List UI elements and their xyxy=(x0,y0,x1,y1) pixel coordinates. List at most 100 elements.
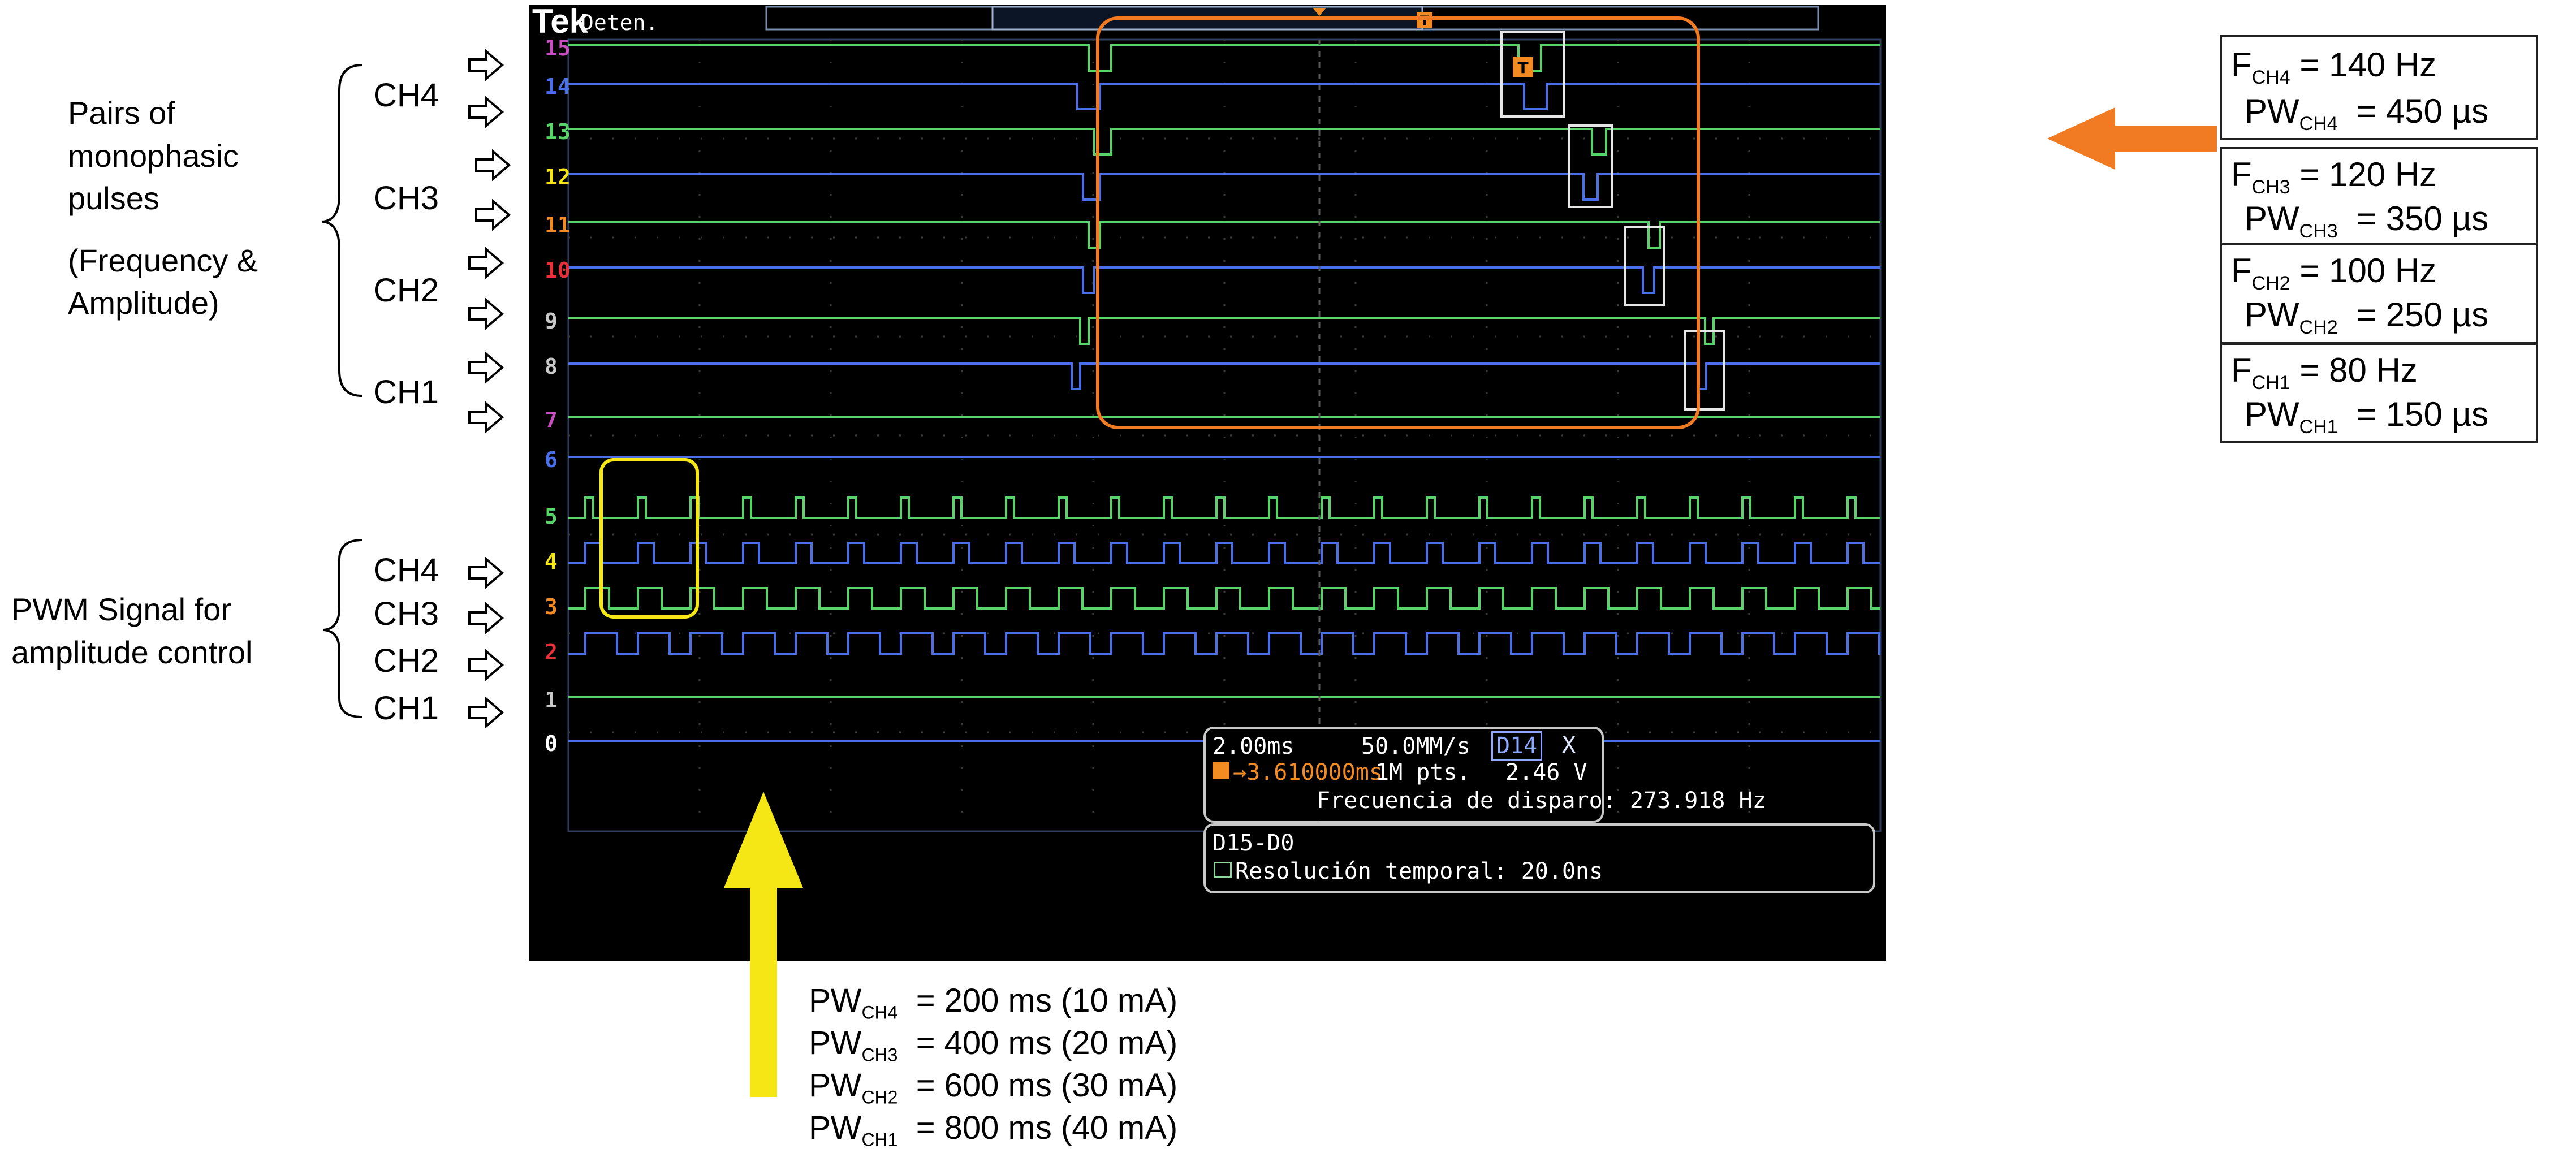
timebase-readout: 2.00ms xyxy=(1213,733,1295,759)
freq-line: FCH3 = 120 Hz xyxy=(2231,155,2436,198)
pw-value: = 150 µs xyxy=(2357,395,2489,433)
channel-number-tag: 8 xyxy=(545,354,558,379)
pulses-group-line: Amplitude) xyxy=(68,285,219,321)
freq-label: F xyxy=(2231,46,2252,84)
sample-rate-readout: 50.0MM/s xyxy=(1361,733,1470,759)
freq-sub: CH1 xyxy=(2251,372,2290,394)
digital-traces xyxy=(568,44,1880,742)
channel-number-tag: 3 xyxy=(545,594,558,619)
freq-box-ch2: FCH2 = 100 Hz PWCH2 = 250 µs xyxy=(2220,243,2538,344)
channel-number-tag: 10 xyxy=(545,258,571,283)
arrow-icon xyxy=(468,649,504,681)
freq-sub: CH3 xyxy=(2251,176,2290,198)
digital-group-readout: D15-D0 xyxy=(1213,830,1295,856)
pwm-width-label: PW xyxy=(809,1109,862,1146)
pulse-channel-label-ch4: CH4 xyxy=(373,77,439,114)
arrow-icon xyxy=(468,247,504,279)
pwm-trace xyxy=(568,632,1880,655)
pulse-channel-label-ch1: CH1 xyxy=(373,374,439,411)
time-resolution-readout: Resolución temporal: 20.0ns xyxy=(1235,858,1603,884)
pwm-width-value: = 800 ms (40 mA) xyxy=(916,1109,1178,1146)
arrow-icon xyxy=(468,401,504,434)
freq-box-ch4: FCH4 = 140 Hz PWCH4 = 450 µs xyxy=(2220,35,2538,140)
pw-label: PW xyxy=(2245,395,2299,433)
channel-number-tag: 9 xyxy=(545,309,558,334)
pulses-group-line: pulses xyxy=(68,180,159,217)
pw-sub: CH1 xyxy=(2299,416,2338,438)
pw-line: PWCH2 = 250 µs xyxy=(2245,295,2488,339)
pw-line: PWCH1 = 150 µs xyxy=(2245,395,2488,438)
yellow-arrow-icon xyxy=(724,792,803,1097)
arrow-icon xyxy=(468,556,504,589)
trigger-badge xyxy=(1417,12,1432,28)
graticule-frame xyxy=(567,38,1882,832)
arrow-icon xyxy=(475,198,511,231)
pwm-channel-label-ch2: CH2 xyxy=(373,642,439,679)
left-annotation-graphics xyxy=(322,49,511,729)
arrow-icon xyxy=(475,149,511,182)
trigger-edge-glyph: X xyxy=(1562,732,1576,758)
pw-value: = 350 µs xyxy=(2357,200,2489,237)
channel-number-tag: 5 xyxy=(545,504,558,529)
pulse-channel-label-ch3: CH3 xyxy=(373,180,439,217)
pulse-highlight-ch3 xyxy=(1568,124,1613,208)
bus-icon xyxy=(1214,862,1232,878)
brand-logo: Tek xyxy=(532,5,588,40)
pulses-group-label: Pairs of monophasic pulses (Frequency & … xyxy=(68,92,258,325)
channel-number-tag: 0 xyxy=(545,731,558,756)
freq-box-ch3: FCH3 = 120 Hz PWCH3 = 350 µs xyxy=(2220,147,2538,248)
pw-value: = 450 µs xyxy=(2357,92,2489,130)
trigger-frequency-readout: Frecuencia de disparo: 273.918 Hz xyxy=(1317,788,1766,814)
pulses-group-line: Pairs of xyxy=(68,95,175,131)
pulse-trace xyxy=(568,173,1880,201)
pwm-width-ch4: PWCH4 = 200 ms (10 mA) xyxy=(809,982,1177,1024)
pulse-trace xyxy=(568,221,1880,249)
pwm-trace xyxy=(568,496,1880,519)
arrow-icon xyxy=(468,351,504,384)
freq-label: F xyxy=(2231,252,2252,290)
freq-line: FCH1 = 80 Hz xyxy=(2231,351,2418,394)
trigger-source-badge: D14 xyxy=(1491,731,1543,761)
channel-number-tag: 14 xyxy=(545,74,571,99)
pwm-width-sub: CH1 xyxy=(861,1129,898,1150)
pw-line: PWCH3 = 350 µs xyxy=(2245,199,2488,243)
channel-number-tag: 13 xyxy=(545,119,571,144)
pulse-highlight-ch1 xyxy=(1684,330,1725,411)
freq-value: = 120 Hz xyxy=(2299,156,2437,193)
freq-line: FCH4 = 140 Hz xyxy=(2231,45,2436,89)
channel-number-tag: 12 xyxy=(545,165,571,189)
pwm-width-ch1: PWCH1 = 800 ms (40 mA) xyxy=(809,1109,1177,1151)
digital-group-panel: D15-D0 Resolución temporal: 20.0ns xyxy=(1203,823,1875,893)
freq-value: = 100 Hz xyxy=(2299,252,2437,290)
arrow-icon xyxy=(468,696,504,729)
channel-number-tag: 1 xyxy=(545,688,558,712)
freq-sub: CH2 xyxy=(2251,273,2290,294)
freq-value: = 80 Hz xyxy=(2299,351,2418,389)
pwm-group-label: PWM Signal for amplitude control xyxy=(11,588,252,673)
arrow-icon xyxy=(468,96,504,128)
pwm-width-sub: CH4 xyxy=(861,1002,898,1023)
channel-number-tag: 6 xyxy=(545,447,558,472)
pulses-highlight-box xyxy=(1096,16,1700,429)
pw-label: PW xyxy=(2245,92,2299,130)
pwm-width-value: = 600 ms (30 mA) xyxy=(916,1067,1178,1104)
arrow-icon xyxy=(468,602,504,634)
pulse-trace xyxy=(568,44,1880,72)
trigger-badge-text: T xyxy=(1420,13,1430,29)
pulse-trace xyxy=(568,266,1880,294)
pw-label: PW xyxy=(2245,200,2299,237)
pulses-group-line: (Frequency & xyxy=(68,242,258,278)
freq-sub: CH4 xyxy=(2251,67,2290,88)
pulse-channel-label-ch2: CH2 xyxy=(373,272,439,309)
pwm-trace xyxy=(568,587,1880,610)
pwm-width-sub: CH3 xyxy=(861,1044,898,1065)
orange-arrow-icon xyxy=(2047,107,2217,170)
pulse-highlight-ch4 xyxy=(1500,31,1565,118)
channel-number-tag: 4 xyxy=(545,549,558,574)
yellow-arrow xyxy=(724,792,803,1097)
pw-sub: CH4 xyxy=(2299,113,2338,135)
pw-sub: CH2 xyxy=(2299,317,2338,338)
